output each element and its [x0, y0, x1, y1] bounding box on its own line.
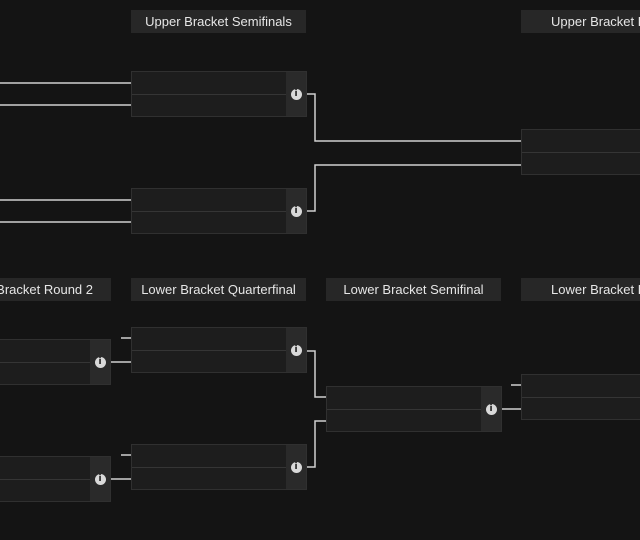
match-slot-bottom[interactable] — [522, 398, 640, 420]
header-upper-semifinals: Upper Bracket Semifinals — [131, 10, 306, 33]
info-icon: i — [290, 205, 302, 217]
match-info-button[interactable]: i — [481, 387, 501, 431]
match-slot-bottom[interactable] — [132, 351, 306, 373]
header-lower-quarterfinal: Lower Bracket Quarterfinal — [131, 278, 306, 301]
match-info-button[interactable]: i — [286, 445, 306, 489]
match-slot-top[interactable] — [327, 387, 501, 410]
connector — [306, 164, 521, 212]
match-slot-bottom[interactable] — [132, 212, 306, 234]
match-slot-top[interactable] — [522, 375, 640, 398]
match-lower-final[interactable] — [521, 374, 640, 420]
info-icon: i — [290, 344, 302, 356]
match-info-button[interactable]: i — [90, 340, 110, 384]
match-slot-top[interactable] — [0, 340, 110, 363]
match-lower-quarterfinal-2[interactable]: i — [131, 444, 307, 490]
header-lower-semifinal: Lower Bracket Semifinal — [326, 278, 501, 301]
connector — [306, 350, 326, 398]
match-lower-round2-2[interactable]: i — [0, 456, 111, 502]
match-info-button[interactable]: i — [286, 72, 306, 116]
match-info-button[interactable]: i — [90, 457, 110, 501]
connector — [306, 420, 326, 468]
match-upper-final[interactable] — [521, 129, 640, 175]
info-icon: i — [290, 461, 302, 473]
match-slot-top[interactable] — [132, 72, 306, 95]
connector — [306, 93, 521, 142]
match-info-button[interactable]: i — [286, 189, 306, 233]
match-slot-bottom[interactable] — [522, 153, 640, 175]
header-lower-round-2: Lower Bracket Round 2 — [0, 278, 111, 301]
match-slot-bottom[interactable] — [327, 410, 501, 432]
match-upper-semifinal-1[interactable]: i — [131, 71, 307, 117]
match-slot-top[interactable] — [0, 457, 110, 480]
match-slot-bottom[interactable] — [132, 468, 306, 490]
info-icon: i — [290, 88, 302, 100]
match-slot-bottom[interactable] — [132, 95, 306, 117]
match-slot-top[interactable] — [132, 328, 306, 351]
info-icon: i — [94, 356, 106, 368]
match-slot-top[interactable] — [132, 445, 306, 468]
header-lower-final: Lower Bracket Final — [521, 278, 640, 301]
header-upper-final: Upper Bracket Final — [521, 10, 640, 33]
match-lower-quarterfinal-1[interactable]: i — [131, 327, 307, 373]
match-lower-semifinal[interactable]: i — [326, 386, 502, 432]
match-lower-round2-1[interactable]: i — [0, 339, 111, 385]
match-upper-semifinal-2[interactable]: i — [131, 188, 307, 234]
info-icon: i — [485, 403, 497, 415]
match-slot-top[interactable] — [522, 130, 640, 153]
info-icon: i — [94, 473, 106, 485]
match-slot-top[interactable] — [132, 189, 306, 212]
match-info-button[interactable]: i — [286, 328, 306, 372]
